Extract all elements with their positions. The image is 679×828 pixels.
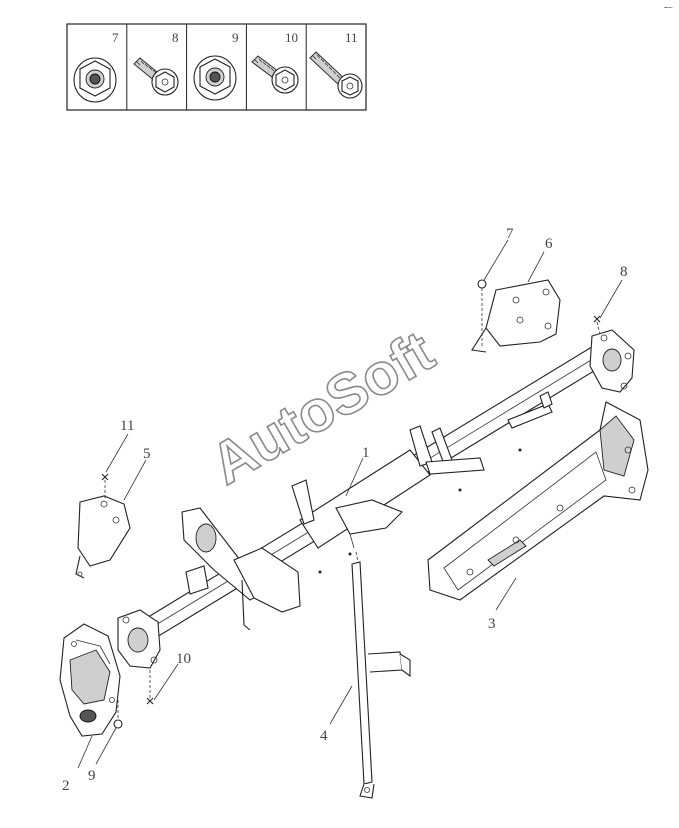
callout-leaders (77, 239, 623, 769)
cross-car-beam (117, 329, 635, 669)
callout-8: 8 (620, 264, 628, 280)
left-side-bracket (59, 623, 121, 737)
upper-right-bracket (471, 279, 561, 353)
right-side-reinforcement (427, 401, 649, 601)
fastener-number: 10 (285, 30, 298, 45)
short-bolt-icon (251, 55, 299, 94)
callout-6: 6 (545, 236, 553, 252)
callout-10: 10 (176, 651, 191, 667)
callout-11: 11 (120, 418, 134, 434)
flange-nut-icon (73, 57, 117, 103)
short-bolt-icon (133, 57, 179, 96)
fastener-number: 8 (172, 30, 179, 45)
fastener-number: 9 (232, 30, 239, 45)
corner-mark: ‐‒ (664, 2, 673, 13)
left-mounting-bracket (75, 495, 131, 579)
fastener-table: 7 8 9 10 11 (66, 23, 367, 111)
callout-7: 7 (506, 226, 514, 242)
callout-2: 2 (62, 778, 70, 794)
vertical-support-rod (351, 551, 411, 799)
fastener-markers (101, 279, 601, 729)
callout-4: 4 (320, 728, 328, 744)
fastener-number: 7 (112, 30, 119, 45)
callout-3: 3 (488, 616, 496, 632)
callout-9: 9 (88, 768, 96, 784)
flange-nut-icon (193, 55, 237, 101)
callout-1: 1 (362, 445, 370, 461)
long-bolt-icon (309, 51, 363, 99)
callout-5: 5 (143, 446, 151, 462)
fastener-number: 11 (345, 30, 358, 45)
